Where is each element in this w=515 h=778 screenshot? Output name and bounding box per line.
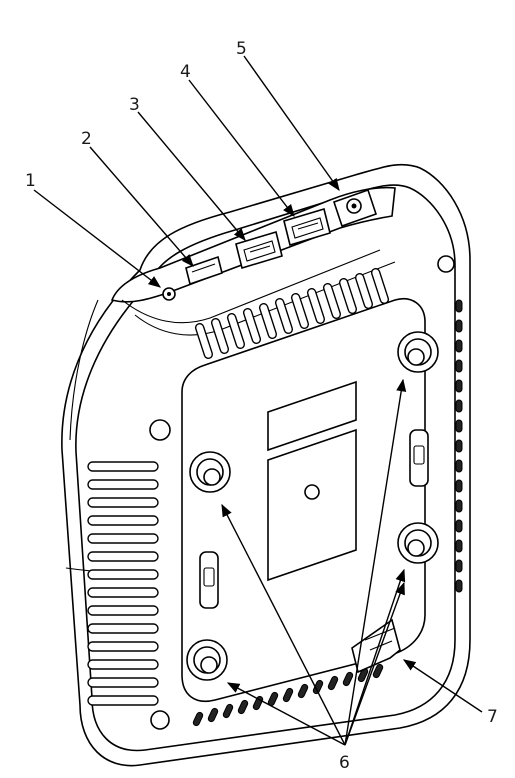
- callout-7: 7: [487, 707, 498, 727]
- callout-3: 3: [129, 95, 140, 115]
- callout-1: 1: [25, 171, 36, 191]
- rubber-foot-top-right: [398, 332, 438, 372]
- keyhole-right: [410, 430, 428, 486]
- rubber-foot-mid-right: [398, 523, 438, 563]
- callout-4: 4: [180, 62, 191, 82]
- rubber-foot-mid-left: [190, 452, 230, 492]
- callout-6: 6: [339, 753, 350, 773]
- device-body: [62, 165, 470, 766]
- callout-2: 2: [81, 129, 92, 149]
- right-side-vents: [456, 300, 462, 592]
- callout-5: 5: [236, 39, 247, 59]
- rubber-foot-bottom-left: [187, 640, 227, 680]
- keyhole-left: [200, 552, 218, 608]
